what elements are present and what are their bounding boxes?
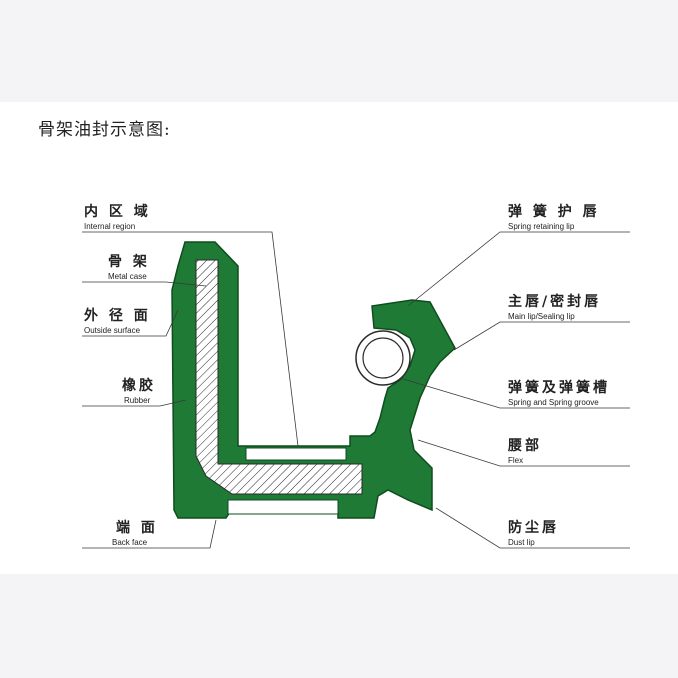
leader-metal-case xyxy=(82,281,207,287)
label-spring-groove-en: Spring and Spring groove xyxy=(508,398,599,407)
leader-outside-surface xyxy=(82,309,179,337)
label-dust-lip-zh: 防尘唇 xyxy=(508,519,559,536)
spring-inner-ring xyxy=(362,337,404,379)
label-inner-region-en: Internal region xyxy=(84,222,135,231)
leader-back-face xyxy=(82,519,217,549)
label-spring-retaining-lip-zh: 弹 簧 护 唇 xyxy=(508,203,600,220)
label-main-lip-zh: 主唇/密封唇 xyxy=(508,293,601,310)
label-spring-groove-zh: 弹簧及弹簧槽 xyxy=(508,379,610,396)
label-flex-zh: 腰部 xyxy=(507,437,542,454)
label-flex-en: Flex xyxy=(508,456,523,465)
label-spring-retaining-lip-en: Spring retaining lip xyxy=(508,222,575,231)
label-outside-surface-zh: 外 径 面 xyxy=(84,307,151,324)
label-main-lip-en: Main lip/Sealing lip xyxy=(508,312,575,321)
page-title: 骨架油封示意图: xyxy=(38,120,171,140)
metal-case xyxy=(195,259,363,495)
label-rubber-zh: 橡胶 xyxy=(122,377,156,394)
label-metal-case-en: Metal case xyxy=(108,272,147,281)
inner-region-strip xyxy=(245,447,347,461)
label-outside-surface-en: Outside surface xyxy=(84,326,141,335)
label-back-face-zh: 端 面 xyxy=(116,519,158,536)
back-face-gap xyxy=(227,499,339,515)
leader-spring-retaining-lip xyxy=(407,231,630,307)
leader-dust-lip xyxy=(435,507,630,549)
label-inner-region-zh: 内 区 域 xyxy=(84,203,151,220)
leader-rubber xyxy=(82,399,187,407)
label-dust-lip-en: Dust lip xyxy=(508,538,535,547)
leader-inner-region xyxy=(82,231,299,447)
leader-main-lip xyxy=(453,321,630,351)
leader-spring-groove xyxy=(399,377,630,409)
label-rubber-en: Rubber xyxy=(124,396,151,405)
label-metal-case-zh: 骨 架 xyxy=(108,253,150,270)
label-back-face-en: Back face xyxy=(112,538,148,547)
leader-flex xyxy=(417,439,630,467)
